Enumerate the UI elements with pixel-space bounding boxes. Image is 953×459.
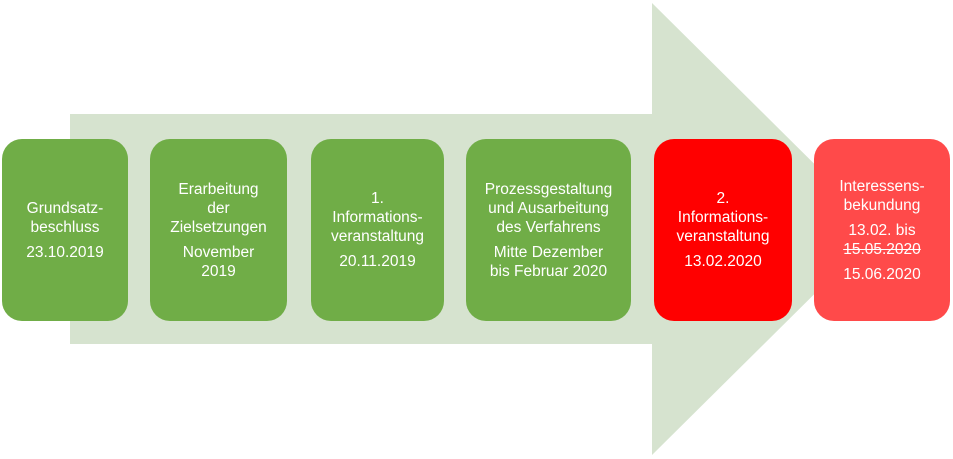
step-title-line: der	[207, 199, 230, 217]
step-title-line: Erarbeitung	[178, 180, 259, 198]
step-date: November	[182, 243, 255, 261]
step-title-line: beschluss	[30, 218, 100, 236]
step-date: Mitte Dezember	[493, 243, 604, 261]
step-title-line: veranstaltung	[676, 228, 770, 245]
step-title-line: 1.	[371, 190, 384, 207]
step-grundsatzbeschluss: Grundsatz- beschluss 23.10.2019	[2, 139, 128, 321]
step-informationsveranstaltung-1: 1. Informations- veranstaltung 20.11.201…	[311, 139, 444, 321]
struck-date: 15.05.2020	[843, 240, 921, 258]
new-date: 15.06.2020	[843, 265, 921, 283]
step-title-line: Prozessgestaltung	[484, 180, 613, 198]
step-title-line: und Ausarbeitung	[488, 199, 609, 217]
step-prozessgestaltung: Prozessgestaltung und Ausarbeitung des V…	[466, 139, 631, 321]
step-title-line: Interessens-	[839, 177, 925, 195]
step-title-line: Grundsatz-	[26, 199, 104, 217]
step-date: 13.02. bis	[848, 221, 916, 239]
step-interessensbekundung: Interessens- bekundung 13.02. bis 15.05.…	[814, 139, 950, 321]
step-date: 23.10.2019	[26, 243, 104, 261]
step-title-line: Informations-	[677, 209, 769, 226]
step-title-line: bekundung	[843, 196, 921, 214]
step-title-line: des Verfahrens	[496, 218, 601, 236]
step-zielsetzungen: Erarbeitung der Zielsetzungen November 2…	[150, 139, 287, 321]
step-informationsveranstaltung-2: 2. Informations- veranstaltung 13.02.202…	[654, 139, 792, 321]
step-title-line: veranstaltung	[330, 228, 425, 245]
step-date: 2019	[201, 262, 236, 280]
step-date: 13.02.2020	[684, 253, 762, 270]
step-title-line: Zielsetzungen	[170, 218, 267, 236]
step-date: 20.11.2019	[339, 253, 416, 270]
step-title-line: 2.	[716, 190, 730, 207]
step-title-line: Informations-	[332, 209, 423, 226]
step-date: bis Februar 2020	[489, 262, 608, 280]
